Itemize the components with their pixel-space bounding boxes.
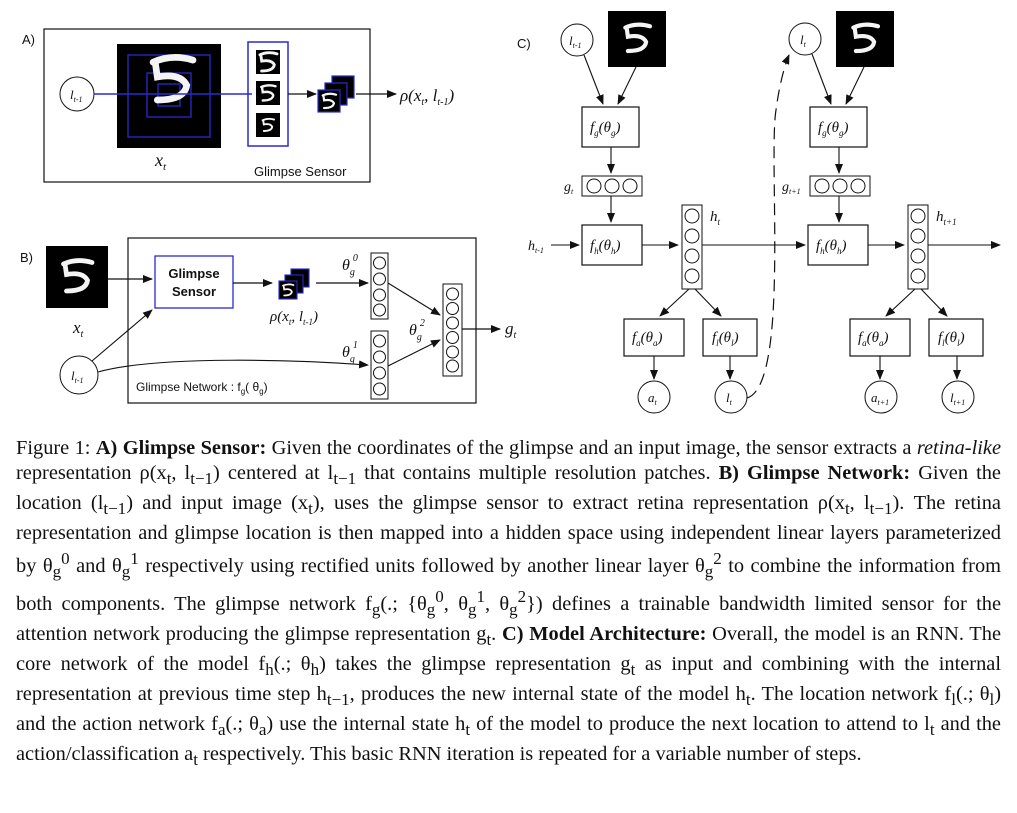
svg-text:fa(θa): fa(θa) bbox=[858, 330, 889, 348]
step-t-fa-box bbox=[623, 318, 685, 357]
svg-text:lt-1: lt-1 bbox=[70, 87, 83, 104]
panel-a-frame bbox=[43, 28, 371, 183]
svg-text:ht-1: ht-1 bbox=[528, 239, 544, 255]
step-t-image bbox=[608, 11, 666, 67]
panel-a: A) lt-1 xt ρ(xt, lt-1) Glimpse Sensor bbox=[22, 28, 455, 183]
caption-a-heading: A) Glimpse Sensor: bbox=[95, 437, 267, 459]
theta1-label: θg1 bbox=[342, 340, 358, 365]
svg-text:gt+1: gt+1 bbox=[782, 180, 801, 196]
step-t1-loc-in bbox=[788, 22, 822, 56]
step-t1-fa-box bbox=[849, 318, 911, 357]
panel-b-loc-node bbox=[59, 355, 99, 395]
theta2-label: θg2 bbox=[409, 318, 425, 343]
svg-text:xt: xt bbox=[72, 318, 84, 340]
step-t-fl-box bbox=[702, 318, 758, 357]
image-var-sub: t bbox=[163, 161, 167, 173]
panel-c: C) lt-1 fg(θg) gt ht-1 fh(θh) bbox=[517, 11, 1001, 414]
figure-diagram: A) lt-1 xt ρ(xt, lt-1) Glimpse Sensor B) bbox=[20, 11, 1001, 414]
svg-text:ht: ht bbox=[710, 209, 721, 227]
step-t1-image bbox=[836, 11, 894, 67]
step-t-h-layer bbox=[681, 204, 703, 290]
svg-text:gt: gt bbox=[564, 180, 574, 196]
svg-text:xt: xt bbox=[154, 150, 167, 173]
svg-text:fa(θa): fa(θa) bbox=[632, 330, 663, 348]
svg-text:fl(θl): fl(θl) bbox=[712, 330, 739, 348]
step-t1-fg-box bbox=[809, 106, 868, 148]
svg-text:lt-1: lt-1 bbox=[569, 33, 582, 50]
panel-b-rho: ρ(xt, lt-1) bbox=[269, 309, 318, 327]
step-t1-a-node bbox=[864, 380, 898, 414]
step-t-a-node bbox=[637, 380, 671, 414]
layer-theta1 bbox=[370, 330, 389, 400]
svg-text:fg(θg): fg(θg) bbox=[818, 120, 849, 138]
svg-text:lt: lt bbox=[800, 32, 807, 49]
step-t: lt-1 fg(θg) gt ht-1 fh(θh) ht bbox=[528, 11, 806, 414]
location-feedback-dashed bbox=[746, 54, 790, 399]
step-t-fh-box bbox=[581, 224, 643, 266]
step-t1: lt fg(θg) gt+1 fh(θh) ht+1 bbox=[782, 11, 1001, 414]
panel-a-label: A) bbox=[22, 32, 35, 47]
svg-text:fg(θg): fg(θg) bbox=[590, 120, 621, 138]
loc-sub: t-1 bbox=[74, 95, 83, 104]
caption-c-heading: C) Model Architecture: bbox=[502, 622, 707, 645]
step-t1-l-node bbox=[941, 380, 975, 414]
caption-b-heading: B) Glimpse Network: bbox=[718, 462, 911, 484]
glimpse-network-frame bbox=[127, 237, 477, 404]
image-var: x bbox=[154, 150, 163, 170]
svg-text:lt-1: lt-1 bbox=[71, 368, 84, 385]
step-t-l-node bbox=[714, 380, 748, 414]
panel-b: B) xt Glimpse Sensor ρ(xt, lt-1) θg0 θg1 bbox=[20, 237, 517, 404]
panel-b-input-image bbox=[46, 246, 108, 308]
theta0-label: θg0 bbox=[342, 253, 358, 278]
loc-node bbox=[59, 76, 95, 112]
svg-text:ht+1: ht+1 bbox=[936, 209, 957, 227]
layer-theta0 bbox=[370, 252, 389, 320]
panel-b-g-output: gt bbox=[505, 319, 517, 341]
panel-b-label: B) bbox=[20, 250, 33, 265]
figure-caption: Figure 1: A) Glimpse Sensor: Given the c… bbox=[16, 437, 1002, 770]
step-t1-fl-box bbox=[928, 318, 984, 357]
step-t-loc-in bbox=[560, 23, 594, 57]
svg-text:fh(θh): fh(θh) bbox=[816, 238, 847, 256]
svg-text:lt: lt bbox=[726, 390, 733, 407]
svg-text:at: at bbox=[648, 390, 658, 407]
glimpse-sensor-caption: Glimpse Sensor bbox=[254, 164, 347, 179]
svg-text:Sensor: Sensor bbox=[172, 284, 216, 299]
svg-text:Glimpse: Glimpse bbox=[168, 266, 219, 281]
glimpse-network-caption: Glimpse Network : fg( θg) bbox=[136, 380, 268, 396]
svg-text:fl(θl): fl(θl) bbox=[938, 330, 965, 348]
rho-output: ρ(xt, lt-1) bbox=[399, 86, 455, 108]
loc-var: l bbox=[70, 87, 74, 102]
step-t1-h-layer bbox=[907, 204, 929, 290]
step-t1-fh-box bbox=[807, 224, 869, 266]
glimpse-sensor-box bbox=[154, 255, 234, 309]
panel-c-label: C) bbox=[517, 36, 531, 51]
svg-text:fh(θh): fh(θh) bbox=[590, 238, 621, 256]
svg-text:lt+1: lt+1 bbox=[950, 390, 965, 407]
svg-text:at+1: at+1 bbox=[871, 390, 889, 407]
